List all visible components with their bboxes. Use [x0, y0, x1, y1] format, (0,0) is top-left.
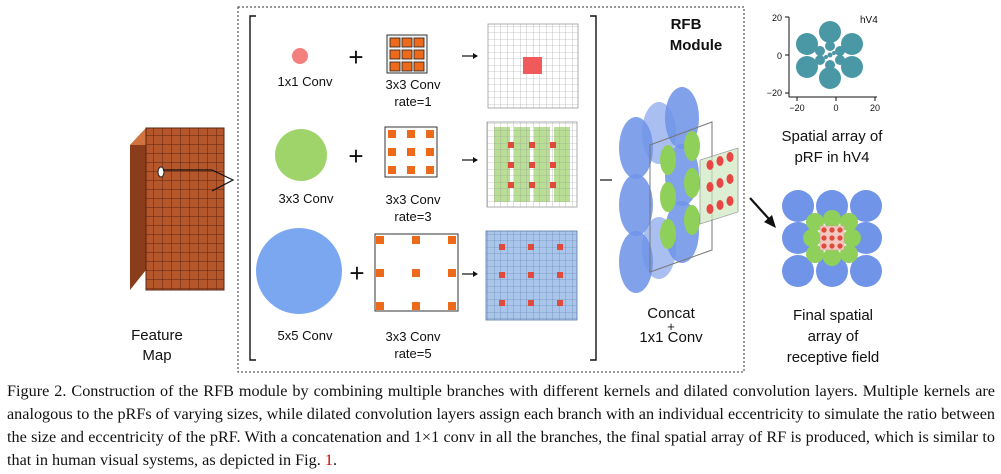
concat-label-plus: +	[667, 319, 675, 334]
branch-1-conv-label: 3x3 Conv	[386, 77, 441, 92]
hv4-label: hV4	[860, 15, 878, 26]
concat-label-line1: Concat	[647, 305, 695, 322]
caption-text: Figure 2. Construction of the RFB module…	[7, 382, 995, 469]
branch-2-rate-label: rate=3	[394, 209, 431, 224]
hv4-ytick-top: 20	[772, 13, 782, 23]
hv4-xtick-left: −20	[789, 103, 804, 113]
concat-label-line2: 1x1 Conv	[639, 329, 703, 346]
branch-2-conv-kernel	[384, 126, 438, 178]
branch-3-kernel-label: 5x5 Conv	[278, 328, 333, 343]
branch-1-conv-kernel	[386, 34, 428, 74]
branch-3-kernel	[256, 228, 342, 314]
branch-1-arrow	[462, 53, 478, 59]
module-box	[237, 6, 745, 373]
hv4-caption-line1: Spatial array of	[782, 128, 884, 145]
final-arrow	[749, 197, 776, 228]
branch-3-arrow	[462, 271, 478, 277]
figure-reference-link[interactable]: 1	[324, 451, 333, 469]
feature-map-label-line2: Map	[142, 347, 171, 364]
branch-1-plus: +	[348, 42, 363, 72]
branch-3-plus: +	[349, 258, 364, 288]
hv4-rf-circles	[796, 21, 863, 89]
final-rf-array	[782, 190, 882, 287]
feature-map	[130, 127, 235, 291]
hv4-ytick-bottom: −20	[767, 88, 782, 98]
concat-stack	[619, 87, 739, 293]
hv4-chart: 20 0 −20 −20 0 20 hV4	[767, 13, 880, 113]
hv4-caption-line2: pRF in hV4	[794, 149, 869, 166]
branch-1-output-grid	[487, 23, 579, 109]
branch-2-kernel-label: 3x3 Conv	[279, 191, 334, 206]
rfb-title-line1: RFB	[671, 16, 702, 33]
branch-1-kernel	[292, 48, 308, 64]
hv4-ytick-mid: 0	[777, 51, 782, 61]
hv4-xtick-right: 20	[870, 103, 880, 113]
branch-2-output-grid	[486, 121, 578, 208]
rfb-diagram: Feature Map RFB Module 1x1 Conv + 3x3 Co…	[130, 6, 884, 373]
branch-3-output-grid	[485, 230, 578, 321]
branch-1: 1x1 Conv + 3x3 Conv rate=1	[278, 23, 579, 109]
branch-1-kernel-label: 1x1 Conv	[278, 74, 333, 89]
figure-caption: Figure 2. Construction of the RFB module…	[7, 380, 995, 472]
left-bracket	[249, 15, 256, 361]
rfb-title-line2: Module	[670, 37, 723, 54]
branch-2: 3x3 Conv + 3x3 Conv rate=3	[275, 121, 578, 224]
branch-1-rate-label: rate=1	[394, 94, 431, 109]
branch-2-kernel	[275, 129, 327, 181]
feature-map-label-line1: Feature	[131, 327, 183, 344]
branch-3-conv-label: 3x3 Conv	[386, 329, 441, 344]
branch-3-conv-kernel	[374, 233, 459, 312]
branch-3: 5x5 Conv + 3x3 Conv rate=5	[256, 228, 578, 361]
final-array-line2: array of	[808, 328, 860, 345]
right-bracket	[590, 15, 597, 361]
hv4-xtick-mid: 0	[833, 103, 838, 113]
final-array-line3: receptive field	[787, 349, 880, 366]
branch-2-plus: +	[348, 141, 363, 171]
branch-2-conv-label: 3x3 Conv	[386, 192, 441, 207]
caption-end: .	[332, 451, 338, 469]
branch-3-rate-label: rate=5	[394, 346, 431, 361]
final-array-line1: Final spatial	[793, 307, 873, 324]
branch-2-arrow	[462, 157, 478, 163]
